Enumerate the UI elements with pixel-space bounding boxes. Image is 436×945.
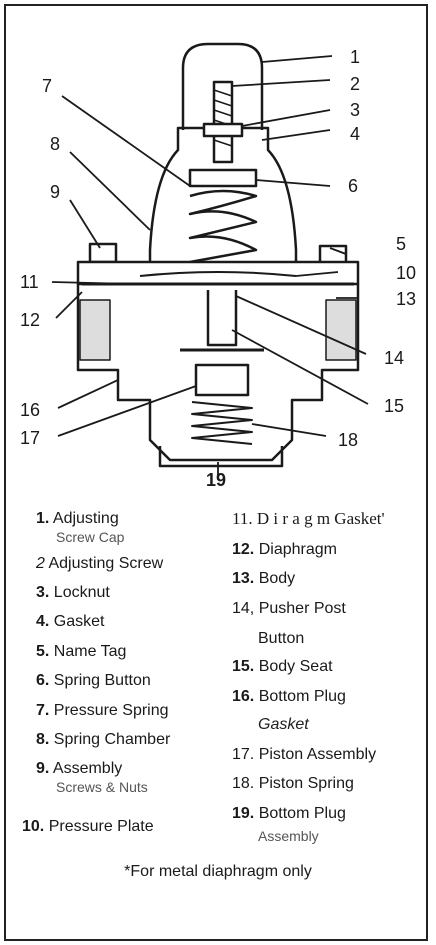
pressure-regulator-diagram: 1 2 3 4 6 7 8 9 5 10 11 12 13 14 15 16 1…	[20, 42, 416, 490]
callout-3: 3	[350, 100, 360, 120]
callout-13: 13	[396, 289, 416, 309]
piston-assembly-shape	[194, 363, 250, 397]
adjusting-screw-shape	[212, 80, 234, 164]
left-bolt-shape	[88, 242, 118, 264]
inlet-port-shape	[79, 299, 111, 361]
outlet-port-shape	[325, 299, 357, 361]
callout-7: 7	[42, 76, 52, 96]
pressure-spring-shape	[188, 189, 258, 264]
callout-17: 17	[20, 428, 40, 448]
pusher-post-shape	[206, 290, 238, 347]
callout-1: 1	[350, 47, 360, 67]
adjusting-screw-cap-shape	[181, 42, 264, 130]
callout-12: 12	[20, 310, 40, 330]
figure-frame	[4, 4, 428, 941]
leader-lines	[51, 55, 369, 480]
callout-9: 9	[50, 182, 60, 202]
callout-19: 19	[206, 470, 226, 490]
callout-4: 4	[350, 124, 360, 144]
callout-16: 16	[20, 400, 40, 420]
callout-6: 6	[348, 176, 358, 196]
bottom-plug-shape	[158, 446, 284, 468]
locknut-shape	[202, 122, 244, 138]
callout-10: 10	[396, 263, 416, 283]
callout-8: 8	[50, 134, 60, 154]
callout-2: 2	[350, 74, 360, 94]
callout-5: 5	[396, 234, 406, 254]
callout-11: 11	[20, 272, 39, 292]
spring-button-shape	[188, 168, 258, 188]
pressure-plate-shape	[139, 271, 297, 277]
callout-18: 18	[338, 430, 358, 450]
callout-14: 14	[384, 348, 404, 368]
footnote: *For metal diaphragm only	[124, 863, 312, 880]
body-shape	[76, 284, 360, 462]
callout-15: 15	[384, 396, 404, 416]
piston-spring-shape	[191, 401, 253, 445]
